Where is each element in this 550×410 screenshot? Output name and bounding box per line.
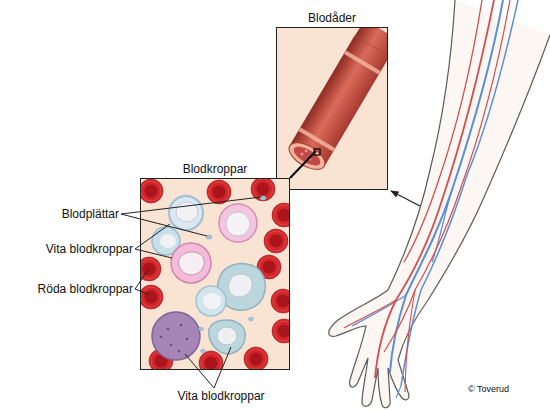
- red-blood-cells: [272, 203, 289, 227]
- white-blood-cells: [169, 196, 203, 230]
- red-blood-cells: [251, 179, 275, 201]
- white-blood-cells: [209, 320, 245, 354]
- pointer-arrow: [391, 191, 420, 206]
- inset-title: Blodåder: [257, 11, 407, 25]
- platelets: [201, 349, 206, 353]
- arteries: [405, 290, 415, 392]
- white-blood-cells: [228, 274, 252, 297]
- white-blood-cells: [178, 350, 181, 353]
- red-blood-cells: [141, 285, 163, 309]
- red-blood-cells: [141, 179, 289, 369]
- blood-vessel: [291, 143, 323, 169]
- white-blood-cells: [160, 336, 163, 339]
- cells-inset-box: Blodkroppar: [140, 178, 290, 370]
- blood-vessel: [345, 52, 379, 72]
- white-blood-cells: [203, 293, 221, 309]
- platelets: [206, 235, 212, 239]
- inset-title: Blodkroppar: [121, 162, 309, 176]
- platelets: [260, 196, 266, 200]
- white-blood-cells: [226, 212, 250, 236]
- white-blood-cells: [160, 234, 176, 248]
- red-blood-cells: [244, 347, 268, 369]
- red-blood-cells: [141, 257, 161, 281]
- white-blood-cells: [167, 328, 170, 331]
- platelets: [199, 327, 204, 331]
- white-cell-label: Vita blodkroppar: [0, 242, 133, 256]
- white-blood-cells: [152, 312, 200, 360]
- white-cell-label: Vita blodkroppar: [150, 389, 292, 403]
- zoom-square: [314, 149, 320, 155]
- red-blood-cells: [199, 351, 223, 369]
- white-blood-cells: [186, 338, 189, 341]
- red-blood-cells: [272, 319, 289, 343]
- cells-illustration: [141, 179, 289, 369]
- white-blood-cells: [171, 243, 211, 283]
- veins: [352, 295, 406, 326]
- red-blood-cells: [271, 289, 289, 313]
- blood-vessel: [285, 137, 330, 175]
- white-blood-cells: [179, 252, 205, 275]
- veins: [396, 386, 401, 398]
- red-blood-cells: [207, 180, 231, 204]
- blood-vessel: [300, 152, 303, 155]
- blood-vessel: [305, 150, 307, 152]
- white-blood-cells: [219, 204, 257, 242]
- white-blood-cells: [217, 327, 237, 345]
- arteries: [404, 0, 482, 262]
- white-blood-cells: [152, 196, 265, 360]
- white-blood-cells: [170, 344, 173, 347]
- arteries: [375, 0, 494, 378]
- red-blood-cells: [264, 229, 288, 253]
- red-blood-cells: [141, 179, 163, 203]
- vessel-inset-box: Blodåder: [276, 27, 388, 190]
- white-blood-cells: [176, 202, 198, 222]
- platelet-label: Blodplättar: [0, 207, 119, 221]
- arteries: [384, 0, 510, 352]
- vessel-illustration: [277, 28, 387, 189]
- arm-outline: [329, 0, 550, 408]
- platelets: [249, 317, 254, 321]
- blood-vessel: [285, 28, 387, 175]
- white-blood-cells: [196, 286, 226, 316]
- red-cell-label: Röda blodkroppar: [0, 282, 133, 296]
- arteries: [344, 300, 396, 328]
- white-blood-cells: [180, 324, 183, 327]
- blood-vessel: [309, 158, 312, 161]
- platelets: [199, 196, 267, 353]
- copyright-note: © Toverud: [468, 382, 538, 396]
